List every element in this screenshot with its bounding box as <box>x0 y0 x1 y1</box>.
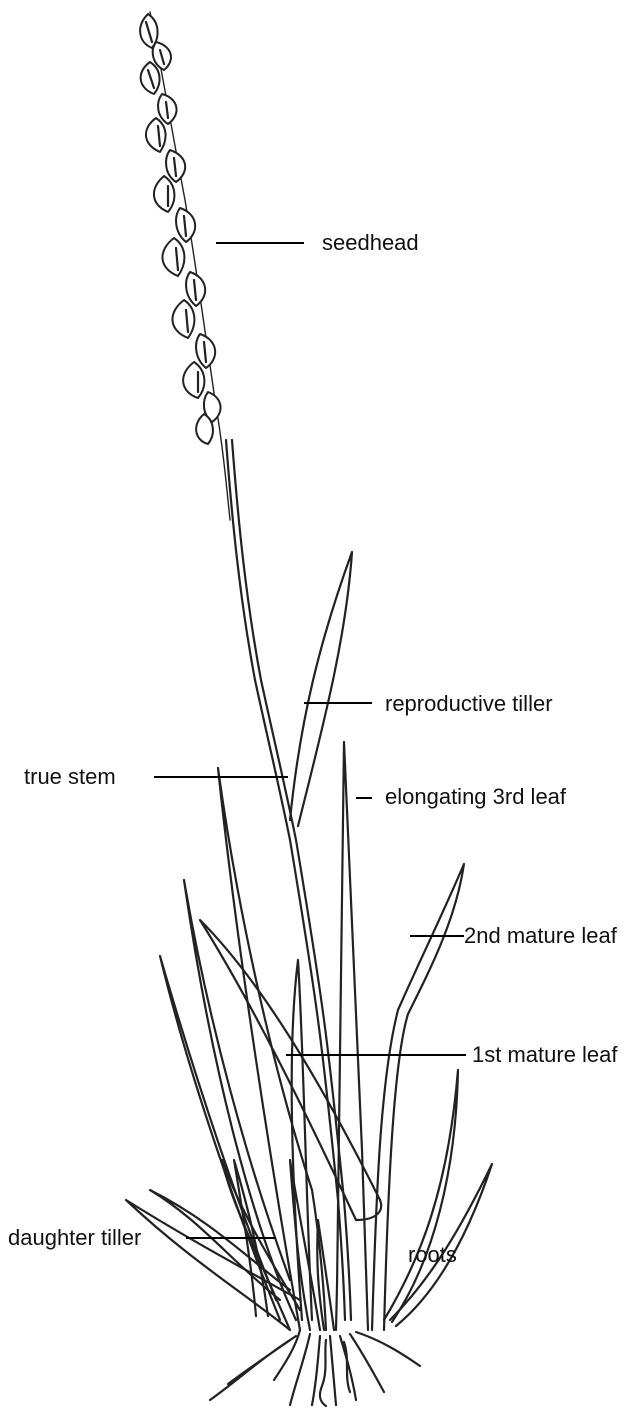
true-stem-label: true stem <box>24 764 116 789</box>
seedhead-illustration <box>140 12 230 520</box>
1st-mature-leaf-label: 1st mature leaf <box>472 1042 618 1067</box>
daughter-tiller-label: daughter tiller <box>8 1225 141 1250</box>
roots-illustration <box>210 1330 420 1406</box>
seedhead-label: seedhead <box>322 230 419 255</box>
2nd-mature-leaf-label: 2nd mature leaf <box>464 923 618 948</box>
roots-label: roots <box>408 1242 457 1267</box>
elongating-3rd-leaf-label: elongating 3rd leaf <box>385 784 567 809</box>
reproductive-tiller-label: reproductive tiller <box>385 691 553 716</box>
